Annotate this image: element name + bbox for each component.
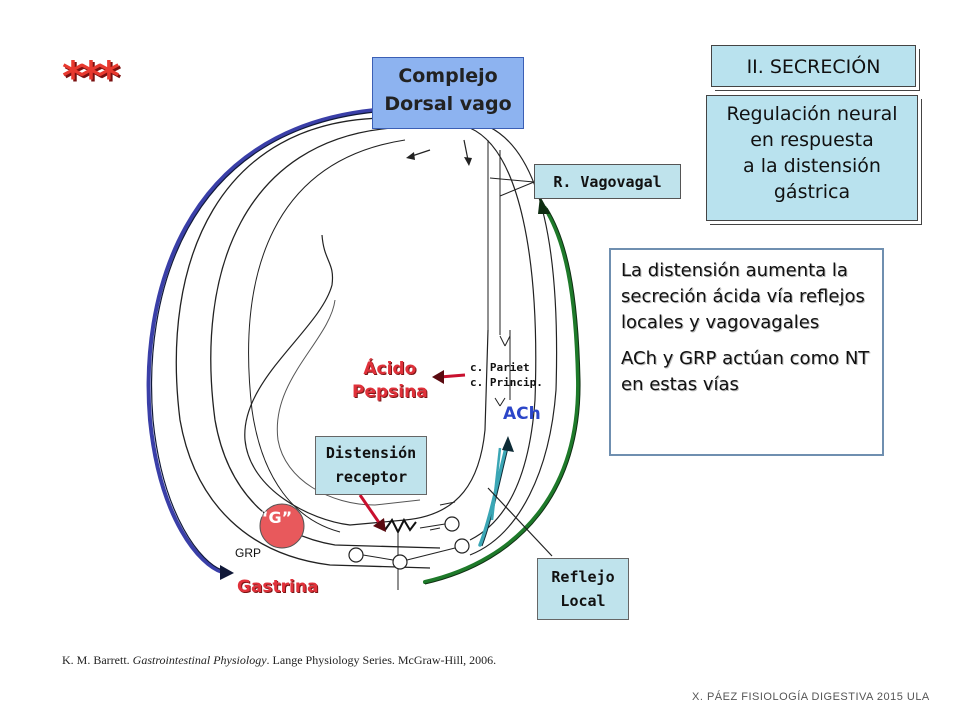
outer-nerve-loop [175, 117, 431, 569]
vagovagal-arrowhead [538, 196, 550, 214]
stomach-outline [244, 234, 489, 526]
secretion-products-label: Ácido Pepsina [352, 358, 428, 404]
neuron-2 [392, 554, 408, 570]
ach-arrow-2 [490, 447, 502, 521]
regulation-line-2: en respuesta [750, 129, 874, 151]
vagovagal-reflex-box: R. Vagovagal [534, 164, 681, 199]
regulation-line-1: Regulación neural [726, 103, 898, 125]
vagal-arrowhead [220, 565, 234, 580]
local-label: Local [560, 592, 606, 610]
distension-receptor-box: Distensión receptor [315, 436, 427, 495]
g-cell [259, 503, 305, 549]
ach-arrowhead [502, 436, 514, 452]
note-paragraph-2: ACh y GRP actúan como NT en estas vías [621, 348, 870, 395]
note-paragraph-1: La distensión aumenta la secreción ácida… [621, 260, 865, 333]
ach-label: ACh [503, 404, 541, 424]
neuron-4 [454, 538, 470, 554]
acido-label: Ácido [363, 359, 417, 379]
citation-author: K. M. Barrett. [62, 653, 133, 667]
vagovagal-pointer [489, 177, 535, 197]
neuron-1 [348, 547, 364, 563]
pepsina-label: Pepsina [352, 382, 428, 402]
neuron-connections [362, 523, 456, 590]
citation-title: Gastrointestinal Physiology [132, 653, 267, 667]
parietal-cell-fork [494, 335, 511, 407]
inner-nerve-loop-left [248, 139, 406, 533]
stomach-inner-wall [276, 299, 421, 506]
direction-arrowhead-2 [464, 157, 472, 166]
dorsal-vagal-complex-box: Complejo Dorsal vago [372, 57, 524, 129]
distension-arrowhead [373, 518, 386, 532]
section-title-box: II. SECRECIÓN [711, 45, 916, 87]
distension-arrow [358, 494, 382, 525]
distension-label: Distensión [325, 444, 417, 462]
receptor-label: receptor [334, 468, 408, 486]
regulation-line-3: a la distensión [743, 155, 881, 177]
neuron-3 [444, 516, 460, 532]
complejo-label: Complejo [398, 65, 498, 87]
regulation-line-4: gástrica [773, 181, 851, 203]
vagal-efferent-pathway [146, 108, 377, 574]
acid-secretion-arrowhead [432, 370, 444, 384]
vagal-efferent-pathway-dark [150, 111, 376, 571]
direction-arrow-2 [463, 139, 469, 161]
citation: K. M. Barrett. Gastrointestinal Physiolo… [62, 653, 496, 668]
distension-note-box: La distensión aumenta la secreción ácida… [609, 248, 884, 456]
reflejo-local-pointer [487, 487, 553, 557]
acid-secretion-arrow [439, 373, 466, 379]
vagovagal-afferent-pathway [423, 206, 581, 584]
g-cell-label: “G” [258, 508, 293, 527]
inner-nerve-loop-right [469, 127, 537, 541]
direction-arrow-3 [429, 501, 456, 531]
neural-regulation-box: Regulación neural en respuesta a la dist… [706, 95, 918, 221]
parietal-cell-label: c. Pariet [470, 361, 530, 374]
gastrina-label: Gastrina [237, 577, 319, 597]
local-reflex-box: Reflejo Local [537, 558, 629, 620]
emphasis-stars: *** [62, 52, 120, 101]
cell-types-label: c. Pariet c. Princip. [470, 360, 543, 390]
citation-publisher: . Lange Physiology Series. McGraw-Hill, … [266, 653, 497, 667]
ach-local-arrow [478, 446, 508, 547]
vertical-fibre [487, 140, 511, 400]
grp-label: GRP [235, 546, 262, 560]
dorsal-vago-label: Dorsal vago [384, 93, 512, 115]
principal-cell-label: c. Princip. [470, 376, 543, 389]
direction-arrowhead-1 [406, 152, 415, 160]
vagovagal-afferent-pathway-dark [424, 207, 581, 585]
right-nerve-loop [469, 124, 558, 556]
stretch-receptor-ending [384, 517, 417, 535]
direction-arrow-1 [411, 149, 431, 157]
footer-credit: X. PÁEZ FISIOLOGÍA DIGESTIVA 2015 ULA [692, 691, 930, 703]
reflejo-label: Reflejo [551, 568, 615, 586]
ach-local-arrow-dark [481, 447, 509, 547]
